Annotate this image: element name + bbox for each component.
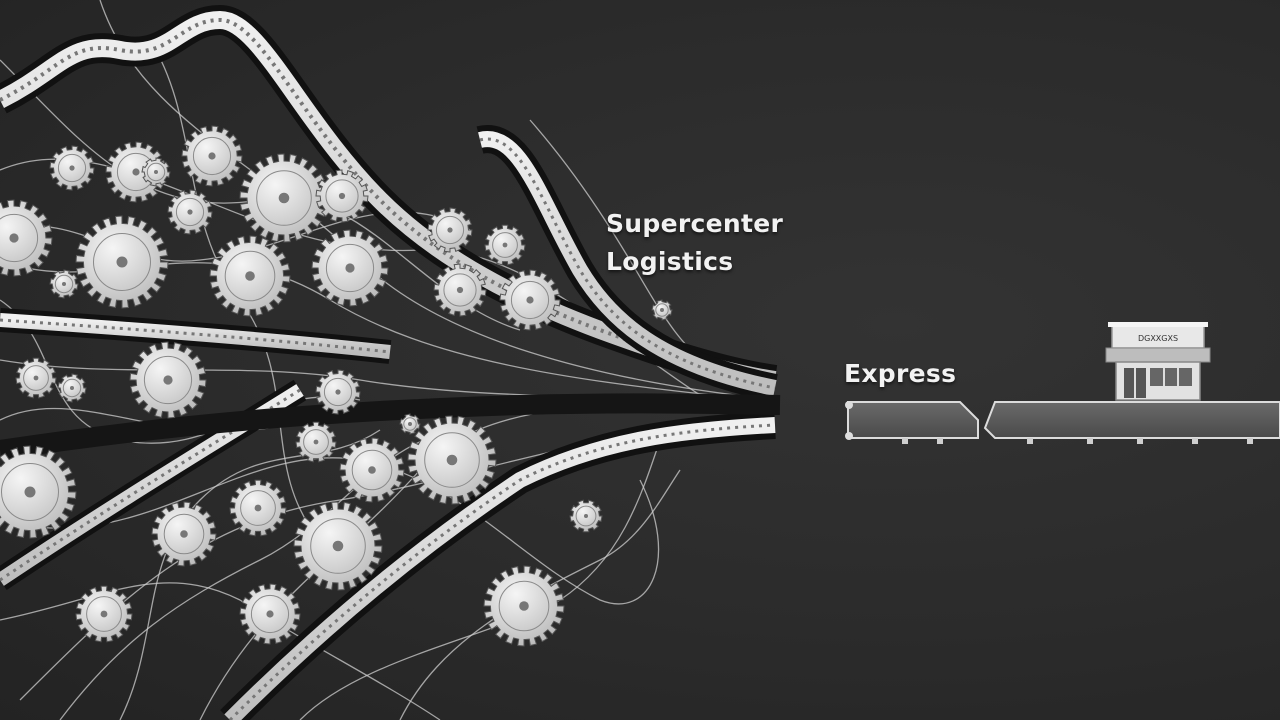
gear-icon — [407, 415, 497, 505]
supercenter-label-line1: Supercenter — [606, 209, 784, 238]
express-platform-short — [847, 401, 979, 439]
gear-icon — [484, 224, 526, 266]
gear-icon — [569, 499, 603, 533]
wire — [0, 582, 441, 720]
gear-icon — [239, 153, 329, 243]
gear-icon — [433, 263, 487, 317]
gear-icon — [209, 235, 291, 317]
gear-icon — [483, 565, 565, 647]
gear-icon — [0, 445, 77, 539]
gear-icon — [141, 157, 171, 187]
gear-icon — [651, 299, 673, 321]
gear-icon — [229, 479, 287, 537]
gear-icon — [129, 341, 207, 419]
gear-icon — [0, 199, 53, 277]
gear-icon — [427, 207, 473, 253]
supercenter-label-line2: Logistics — [606, 247, 734, 276]
gear-icon — [49, 145, 95, 191]
gear-icon — [57, 373, 87, 403]
gear-icon — [15, 357, 57, 399]
gear-icon — [315, 169, 369, 223]
gear-icon — [293, 501, 383, 591]
express-delivery-line: DGXXGXS — [845, 322, 1280, 444]
gear-icon — [399, 413, 421, 435]
storefront-icon: DGXXGXS — [1105, 322, 1211, 401]
gear-icon — [295, 421, 337, 463]
express-label: Express — [844, 359, 957, 388]
store-sign: DGXXGXS — [1138, 334, 1178, 343]
express-platform-long — [983, 401, 1280, 439]
gear-icon — [499, 269, 561, 331]
gear-icon — [181, 125, 243, 187]
conveyor-belt-icon — [0, 10, 777, 389]
gear-icon — [49, 269, 79, 299]
gear-icon — [315, 369, 361, 415]
gear-icon — [151, 501, 217, 567]
gear-icon — [239, 583, 301, 645]
gear-cluster — [0, 125, 673, 647]
gear-icon — [75, 585, 133, 643]
gear-icon — [311, 229, 389, 307]
gear-icon — [339, 437, 405, 503]
gear-icon — [167, 189, 213, 235]
gear-icon — [75, 215, 169, 309]
wire — [399, 469, 681, 720]
supercenter-logistics-label: Supercenter Logistics — [606, 205, 783, 281]
conveyor-belts — [0, 4, 781, 720]
